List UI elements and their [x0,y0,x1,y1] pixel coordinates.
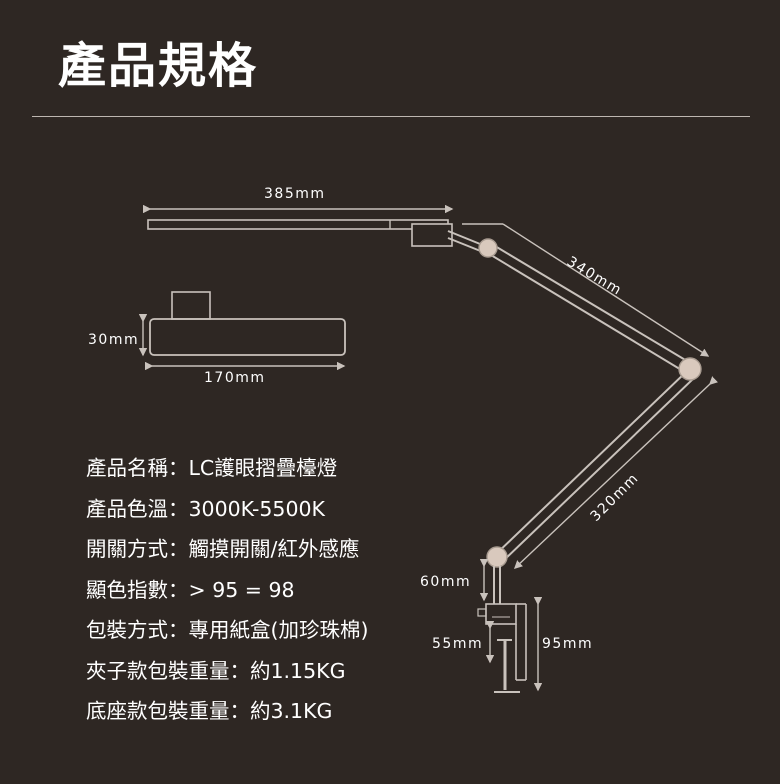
spec-item-base-weight: 底座款包裝重量：約3.1KG [86,691,369,732]
spec-value: 約1.15KG [250,658,346,683]
label-base-width: 170mm [204,370,266,386]
spec-label: 產品色溫： [86,496,189,521]
title-divider [32,116,750,117]
elbow-joint [678,357,702,381]
spec-value: > 95 = 98 [188,577,295,602]
label-arm-length: 385mm [264,186,326,202]
spec-label: 包裝方式： [86,618,189,642]
spec-value: 3000K-5500K [188,496,325,521]
top-joint [478,238,498,258]
spec-label: 底座款包裝重量： [86,699,250,723]
dimension-line-lower-arm [513,376,718,569]
lamp-base [149,291,346,356]
dimension-line-upper-arm-diag [502,223,710,357]
label-clamp-total: 95mm [542,636,593,652]
label-clamp-height: 60mm [420,574,471,590]
spec-value: LC護眼摺疊檯燈 [188,456,338,480]
spec-item-clamp-weight: 夾子款包裝重量：約1.15KG [86,651,369,692]
spec-item-switch: 開關方式：觸摸開關/紅外感應 [86,529,369,570]
lamp-head-bar [147,219,491,255]
spec-item-packaging: 包裝方式：專用紙盒(加珍珠棉) [86,610,369,651]
label-base-height: 30mm [88,332,139,348]
page-title: 產品規格 [58,38,259,94]
label-clamp-opening: 55mm [432,636,483,652]
spec-item-name: 產品名稱：LC護眼摺疊檯燈 [86,448,369,489]
bottom-joint [486,546,508,568]
upper-arm [485,242,693,375]
spec-label: 顯色指數： [86,577,189,602]
clamp [477,566,527,693]
spec-label: 夾子款包裝重量： [86,658,250,683]
spec-list: 產品名稱：LC護眼摺疊檯燈 產品色溫：3000K-5500K 開關方式：觸摸開關… [86,448,369,732]
spec-value: 觸摸開關/紅外感應 [188,537,360,561]
lower-arm [493,371,695,563]
label-lower-arm: 320mm [588,470,643,525]
spec-value: 約3.1KG [250,699,333,723]
spec-item-cri: 顯色指數：> 95 = 98 [86,570,369,611]
spec-label: 產品名稱： [86,456,189,480]
spec-label: 開關方式： [86,537,189,561]
spec-value: 專用紙盒(加珍珠棉) [188,618,369,642]
spec-item-color-temp: 產品色溫：3000K-5500K [86,489,369,530]
